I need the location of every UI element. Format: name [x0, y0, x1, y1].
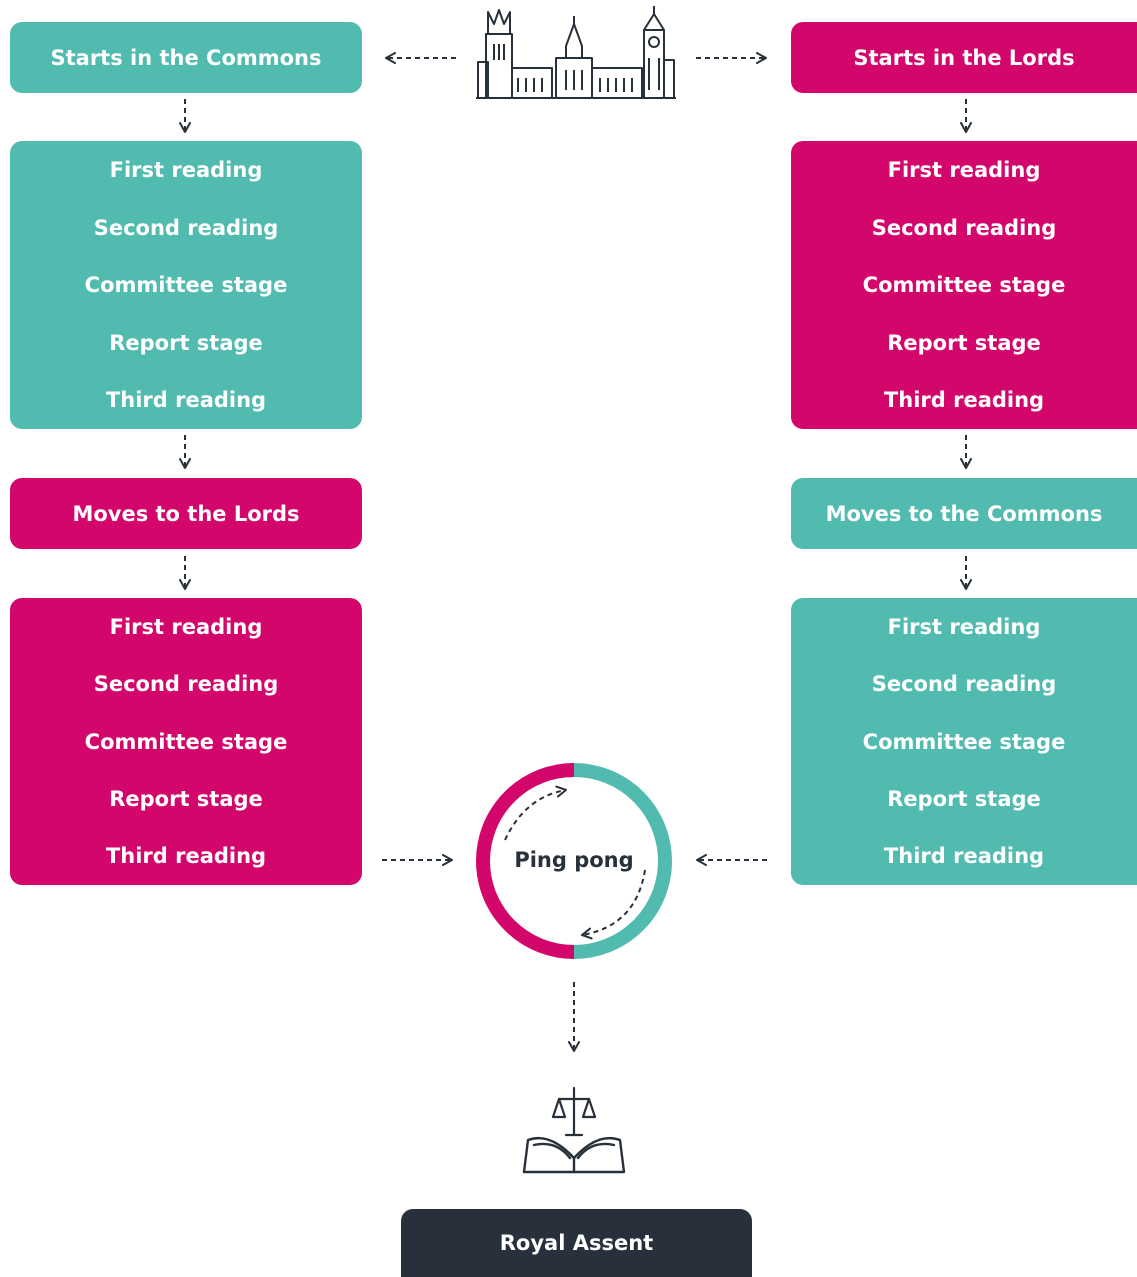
stage-label: Third reading	[105, 388, 267, 412]
stage-label: Report stage	[109, 330, 263, 355]
stage-label: Second reading	[871, 215, 1057, 240]
commons-stages-box: First reading Second reading Committee s…	[10, 141, 362, 429]
royal-assent-label: Royal Assent	[499, 1231, 654, 1255]
stage-label: Third reading	[105, 844, 267, 868]
pingpong-curve-top	[504, 785, 567, 841]
pingpong-ring-lords	[476, 763, 575, 959]
scales-of-justice-icon	[551, 1086, 597, 1137]
commons-second-stages-box: First reading Second reading Committee s…	[791, 598, 1137, 885]
stage-label: Report stage	[887, 786, 1041, 811]
stage-label: First reading	[887, 615, 1041, 639]
starts-in-commons-label: Starts in the Commons	[50, 45, 322, 70]
moves-to-commons-box: Moves to the Commons	[791, 478, 1137, 549]
stage-label: Report stage	[109, 786, 263, 811]
stage-label: Committee stage	[862, 729, 1066, 754]
stage-label: Third reading	[883, 388, 1045, 412]
parliament-building-icon	[476, 6, 676, 99]
pingpong-ring-commons	[573, 763, 672, 959]
moves-to-commons-label: Moves to the Commons	[825, 501, 1103, 526]
stage-label: Committee stage	[84, 729, 288, 754]
starts-in-lords-label: Starts in the Lords	[853, 45, 1075, 70]
stage-label: Second reading	[93, 672, 279, 697]
open-book-icon	[522, 1136, 626, 1174]
stage-label: Committee stage	[84, 273, 288, 297]
stage-label: Third reading	[883, 844, 1045, 868]
moves-to-lords-label: Moves to the Lords	[72, 501, 300, 526]
lords-stages-box: First reading Second reading Committee s…	[10, 598, 362, 885]
stage-label: Second reading	[871, 672, 1057, 697]
moves-to-lords-box: Moves to the Lords	[10, 478, 362, 549]
royal-assent-box: Royal Assent	[401, 1209, 752, 1277]
starts-in-commons-box: Starts in the Commons	[10, 22, 362, 93]
stage-label: Committee stage	[862, 273, 1066, 297]
lords-first-stages-box: First reading Second reading Committee s…	[791, 141, 1137, 429]
stage-label: First reading	[109, 158, 263, 182]
starts-in-lords-box: Starts in the Lords	[791, 22, 1137, 93]
ping-pong-label: Ping pong	[514, 848, 634, 872]
stage-label: First reading	[109, 615, 263, 639]
pingpong-curve-bottom	[581, 869, 646, 940]
stage-label: First reading	[887, 158, 1041, 182]
stage-label: Report stage	[887, 330, 1041, 355]
stage-label: Second reading	[93, 215, 279, 240]
